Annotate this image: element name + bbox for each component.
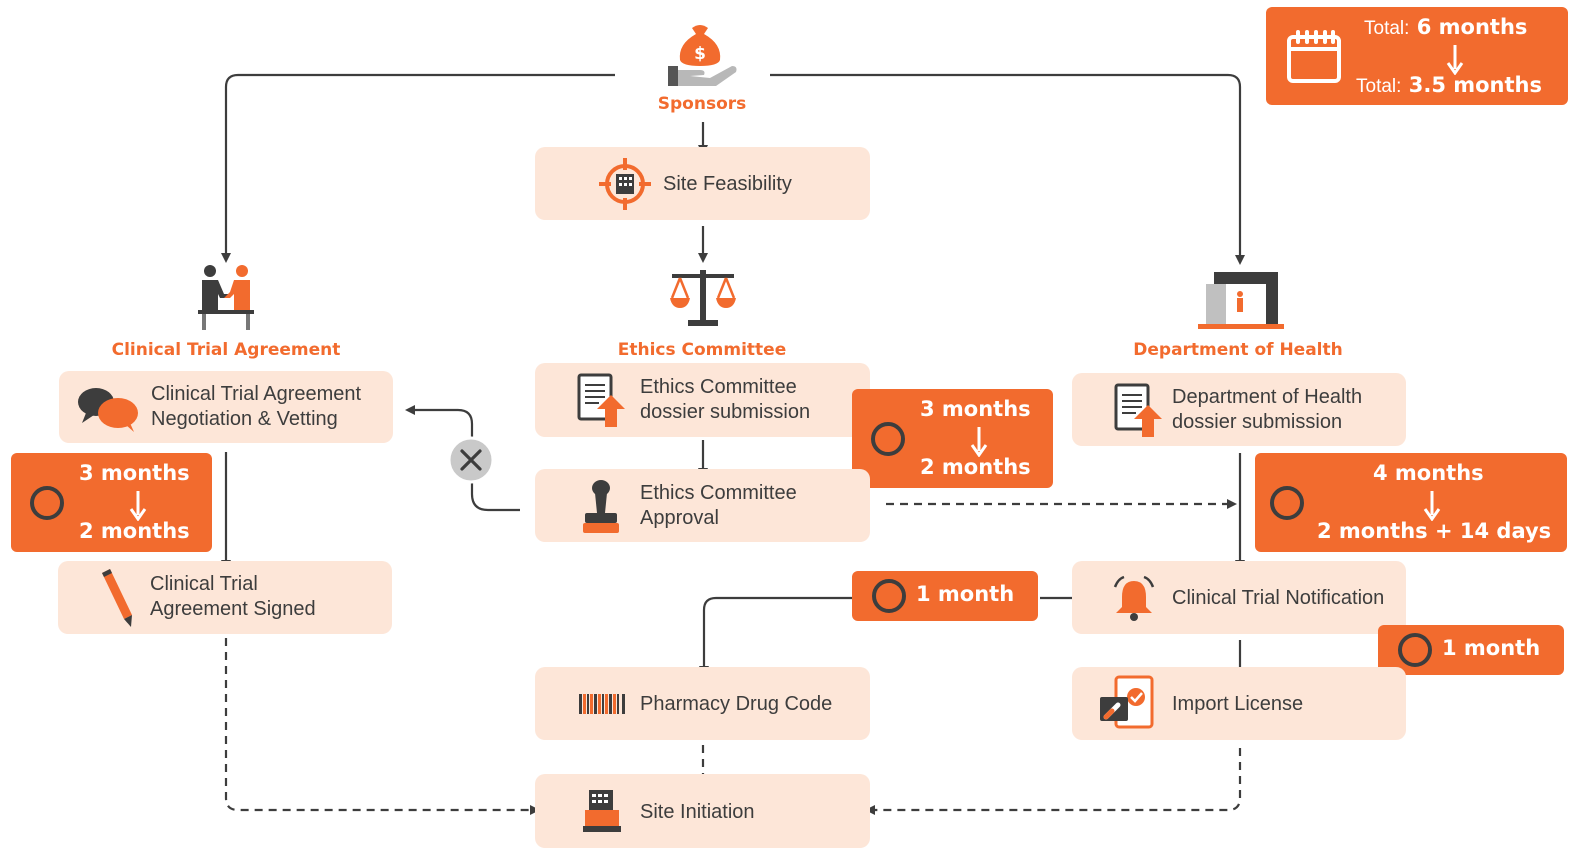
doh-submission-label: Department of Health dossier submission [1172, 386, 1363, 433]
ethics-after: 2 months [920, 455, 1031, 479]
doh-duration-badge: 4 months 2 months + 14 days [1255, 453, 1567, 552]
ec-submission-box[interactable]: Ethics Committee dossier submission [535, 363, 870, 437]
doh-submission-box[interactable]: Department of Health dossier submission [1072, 373, 1406, 446]
target-building-icon [599, 158, 651, 210]
clock-icon [871, 422, 905, 456]
arrow-down-icon [970, 427, 988, 457]
pharmacy-drug-code-box[interactable]: Pharmacy Drug Code [535, 667, 870, 740]
doh-title: Department of Health [1133, 340, 1343, 360]
handshake-icon [198, 265, 254, 330]
cta-duration-badge: 3 months 2 months [11, 453, 212, 552]
barcode-icon [579, 694, 625, 714]
import-duration: 1 month [1442, 636, 1541, 660]
cta-negotiation-label: Clinical Trial Agreement Negotiation & V… [151, 383, 362, 430]
building-doorway-icon [1198, 272, 1284, 329]
notification-duration-badge: 1 month [852, 571, 1038, 621]
register-icon [583, 790, 621, 832]
ec-approval-label: Ethics Committee Approval [640, 482, 797, 529]
bell-icon [1113, 575, 1155, 621]
arrow-down-icon [1423, 491, 1441, 521]
close-circle-icon [447, 436, 495, 484]
cta-signed-label: Clinical Trial Agreement Signed [150, 573, 316, 620]
sponsors-title: Sponsors [657, 94, 747, 114]
ct-notification-label: Clinical Trial Notification [1172, 587, 1385, 609]
document-upload-icon [1114, 383, 1162, 437]
notification-duration: 1 month [916, 582, 1015, 606]
ethics-before: 3 months [920, 397, 1031, 421]
import-license-label: Import License [1172, 693, 1304, 715]
import-duration-badge: 1 month [1378, 625, 1564, 675]
site-initiation-label: Site Initiation [640, 801, 755, 823]
line-import-site-dashed [865, 748, 1242, 815]
clock-icon [30, 486, 64, 520]
line-sponsors-doh [770, 73, 1245, 265]
arrow-down-icon [1446, 45, 1464, 75]
ethics-duration-badge: 3 months 2 months [852, 389, 1053, 488]
line-cta-site-dashed [224, 638, 540, 815]
stamp-icon [583, 480, 619, 533]
cta-title: Clinical Trial Agreement [111, 340, 341, 360]
doh-after: 2 months + 14 days [1317, 519, 1552, 543]
clock-icon [1270, 486, 1304, 520]
import-license-box[interactable]: Import License [1072, 667, 1406, 740]
total-duration-badge: Total: 6 months Total: 3.5 months [1266, 7, 1568, 105]
arrow-down-icon [129, 491, 147, 521]
svg-text:$: $ [694, 44, 706, 64]
site-feasibility-box[interactable]: Site Feasibility [535, 147, 870, 220]
site-feasibility-label: Site Feasibility [663, 173, 792, 195]
total-label-2: Total: [1356, 76, 1402, 97]
site-initiation-box[interactable]: Site Initiation [535, 774, 870, 848]
speech-bubbles-icon [78, 388, 138, 432]
ethics-committee-title: Ethics Committee [617, 340, 787, 360]
cta-negotiation-box[interactable]: Clinical Trial Agreement Negotiation & V… [59, 371, 393, 443]
cta-after: 2 months [79, 519, 190, 543]
ec-submission-label: Ethics Committee dossier submission [640, 376, 811, 423]
scales-icon [670, 270, 736, 326]
line-notification-pharmacy [704, 596, 1072, 671]
total-before: 6 months [1416, 15, 1528, 39]
license-card-icon [1100, 675, 1154, 729]
cta-signed-box[interactable]: Clinical Trial Agreement Signed [58, 561, 392, 634]
line-sponsors-cta [221, 73, 615, 263]
total-after: 3.5 months [1408, 73, 1542, 97]
total-label: Total: [1364, 18, 1410, 39]
clock-icon [1398, 633, 1432, 667]
pharmacy-drug-code-label: Pharmacy Drug Code [640, 693, 833, 715]
ct-notification-box[interactable]: Clinical Trial Notification [1072, 561, 1406, 634]
cta-before: 3 months [79, 461, 190, 485]
calendar-icon [1287, 30, 1341, 83]
clock-icon [872, 579, 906, 613]
ec-approval-box[interactable]: Ethics Committee Approval [535, 469, 870, 542]
doh-before: 4 months [1373, 461, 1484, 485]
money-bag-hand-icon: $ [668, 25, 737, 86]
document-upload-icon [577, 373, 625, 427]
pen-icon [102, 569, 132, 627]
